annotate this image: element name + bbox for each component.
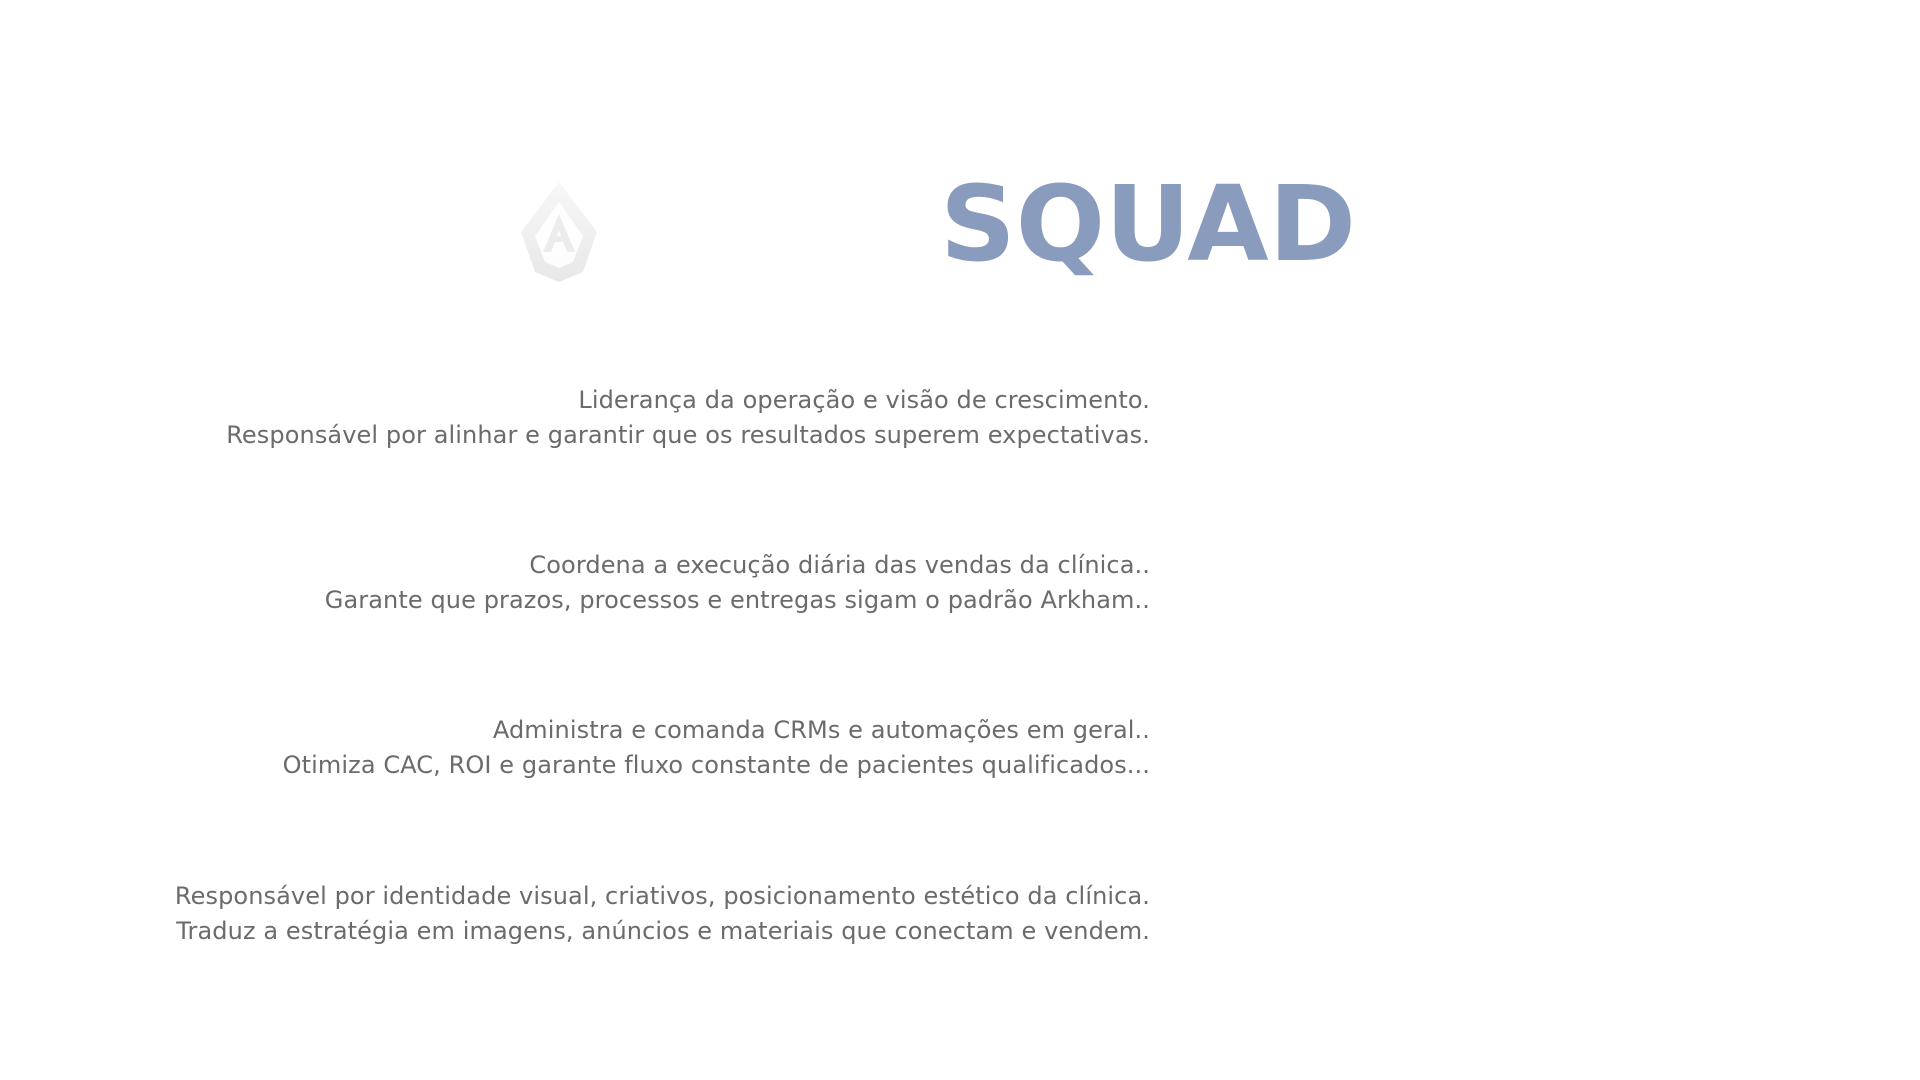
description-block-3: Administra e comanda CRMs e automações e… [50, 713, 1150, 783]
description-block-1: Liderança da operação e visão de crescim… [50, 383, 1150, 453]
arkham-logo-icon [511, 180, 607, 284]
description-line: Responsável por identidade visual, criat… [174, 882, 1150, 910]
description-line: Otimiza CAC, ROI e garante fluxo constan… [282, 751, 1150, 779]
description-line: Liderança da operação e visão de crescim… [578, 386, 1150, 414]
svg-text:SQUAD: SQUAD [940, 163, 1356, 285]
description-line: Traduz a estratégia em imagens, anúncios… [176, 917, 1150, 945]
page-title: SQUAD [940, 163, 1360, 285]
description-line: Administra e comanda CRMs e automações e… [492, 716, 1150, 744]
description-line: Responsável por alinhar e garantir que o… [226, 421, 1150, 449]
description-line: Garante que prazos, processos e entregas… [324, 586, 1150, 614]
description-block-4: Responsável por identidade visual, criat… [50, 879, 1150, 949]
description-line: Coordena a execução diária das vendas da… [529, 551, 1150, 579]
description-block-2: Coordena a execução diária das vendas da… [50, 548, 1150, 618]
